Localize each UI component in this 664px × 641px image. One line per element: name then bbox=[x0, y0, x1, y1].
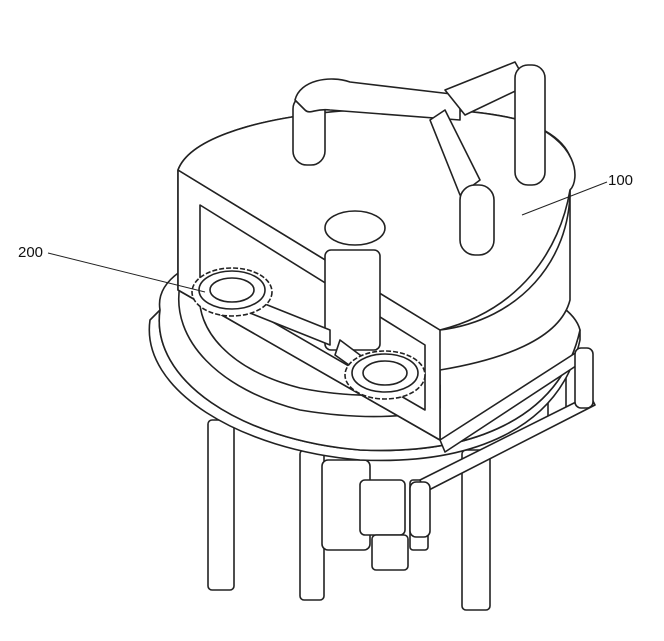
label-200: 200 bbox=[18, 244, 44, 261]
leader-line-200 bbox=[47, 252, 206, 293]
leader-line-100 bbox=[521, 181, 608, 216]
planet-gears bbox=[191, 267, 426, 400]
side-linkage bbox=[409, 347, 596, 538]
label-100: 100 bbox=[608, 172, 634, 189]
top-handles bbox=[292, 61, 546, 256]
